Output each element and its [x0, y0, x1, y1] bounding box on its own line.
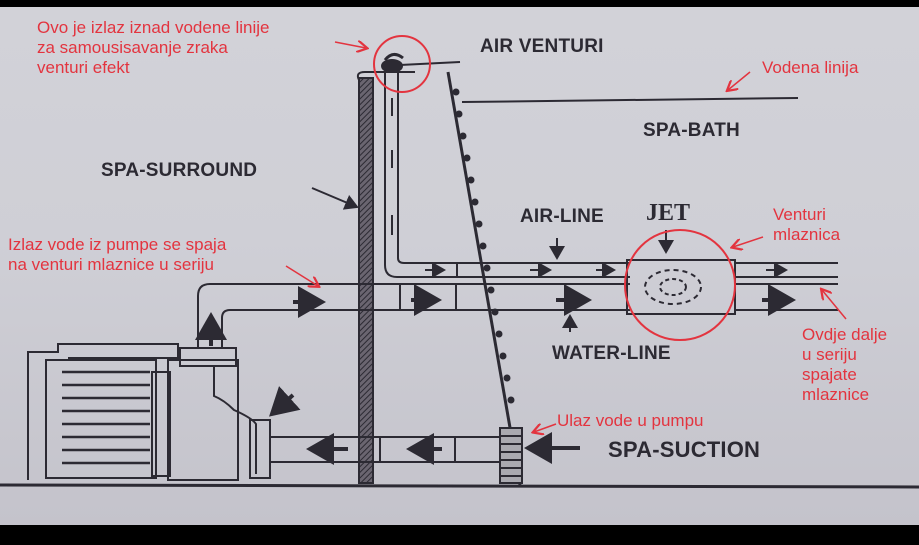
annotation-circles — [373, 35, 736, 341]
water-level-annotation: Vodena linija — [762, 58, 859, 77]
annotation-line: Ovdje dalje — [802, 325, 888, 344]
air-inlet-annotation: Ovo je izlaz iznad vodene linije za samo… — [37, 18, 269, 78]
pump — [27, 343, 271, 481]
annotation-pointers — [285, 42, 847, 432]
air-line-label: AIR-LINE — [520, 206, 604, 227]
water-level-line — [461, 97, 799, 103]
annotation-line: na venturi mlaznice u seriju — [8, 255, 214, 274]
spa-suction-label: SPA-SUCTION — [608, 437, 761, 462]
air-venturi-label: AIR VENTURI — [480, 36, 604, 57]
pump-inlet-annotation: Ulaz vode u pumpu — [557, 411, 704, 430]
spa-surround-label: SPA-SURROUND — [101, 160, 258, 181]
series-continue-annotation: Ovdje dalje u seriju spajate mlaznice — [802, 325, 887, 405]
annotation-line: u seriju — [802, 345, 857, 364]
air-venturi-highlight — [373, 35, 431, 93]
spa-bath-label: SPA-BATH — [643, 120, 740, 141]
spa-surround-wall — [356, 71, 415, 484]
ground-line — [0, 483, 919, 489]
annotation-line: za samousisavanje zraka — [37, 38, 228, 57]
vertical-air-pipe — [384, 72, 457, 278]
suction-grate — [499, 427, 523, 484]
annotation-line: mlaznica — [773, 225, 841, 244]
jet-highlight — [624, 229, 736, 341]
air-flow-arrows — [311, 187, 788, 332]
diagram-background — [0, 7, 919, 525]
jet-label: JET — [646, 200, 691, 226]
annotation-line: Izlaz vode iz pumpe se spaja — [8, 235, 227, 254]
annotation-line: Ovo je izlaz iznad vodene linije — [37, 18, 270, 37]
water-line-pipe — [197, 283, 838, 348]
spa-shell-wall — [446, 71, 522, 486]
venturi-jet-annotation: Venturi mlaznica — [773, 205, 840, 245]
pump-output-annotation: Izlaz vode iz pumpe se spaja na venturi … — [8, 235, 226, 275]
annotation-line: spajate — [802, 365, 857, 384]
annotation-line: Venturi — [773, 205, 826, 224]
suction-pipe — [270, 436, 500, 463]
annotation-line: mlaznice — [802, 385, 870, 404]
jet-body — [626, 259, 736, 315]
air-venturi-intake — [381, 53, 461, 73]
water-line-label: WATER-LINE — [552, 343, 671, 364]
flow-arrows — [195, 284, 796, 465]
annotation-line: venturi efekt — [37, 58, 130, 77]
